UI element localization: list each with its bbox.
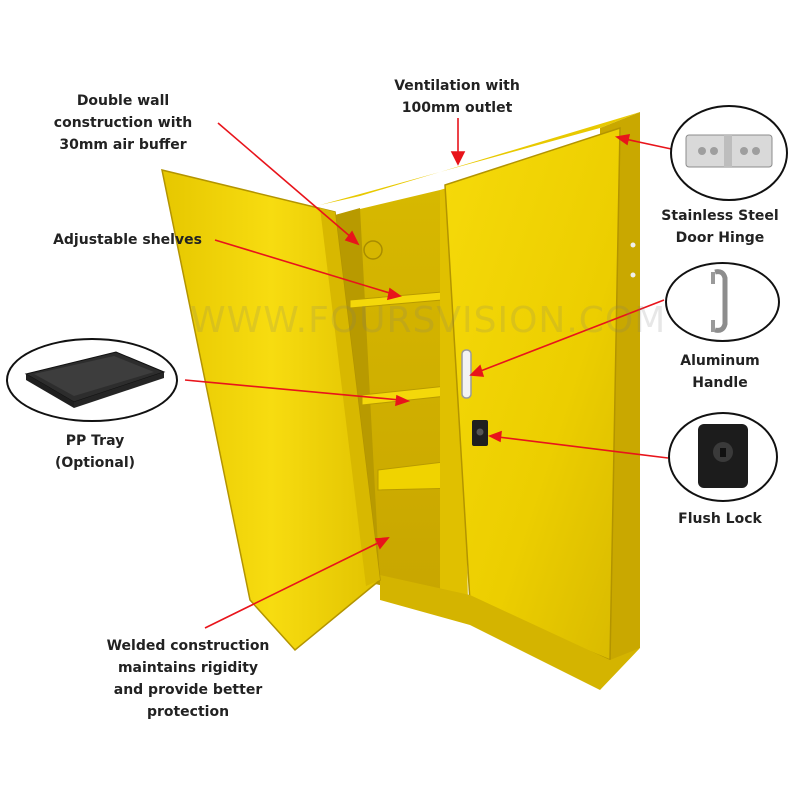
handle-inset bbox=[665, 262, 780, 342]
callout-arrows bbox=[184, 118, 677, 629]
lock-inset bbox=[668, 412, 778, 502]
label-adjustable-shelves: Adjustable shelves bbox=[53, 232, 202, 248]
label-flush-lock: Flush Lock bbox=[678, 511, 762, 527]
label-welded: Welded construction maintains rigidity a… bbox=[106, 638, 270, 720]
cabinet-handle bbox=[461, 349, 472, 399]
watermark-text: WWW.FOURSVISION.COM bbox=[190, 300, 667, 341]
label-handle: Aluminum Handle bbox=[680, 353, 760, 391]
handle-icon bbox=[711, 269, 728, 333]
label-pp-tray: PP Tray (Optional) bbox=[54, 433, 136, 471]
tray-icon bbox=[24, 351, 166, 408]
lock-icon bbox=[698, 424, 748, 488]
hinge-inset bbox=[670, 105, 788, 201]
label-double-wall: Double wall construction with 30mm air b… bbox=[53, 93, 193, 153]
cabinet-base bbox=[380, 575, 640, 690]
tray-inset bbox=[6, 338, 178, 422]
vent-outlet bbox=[363, 240, 383, 260]
label-ventilation: Ventilation with 100mm outlet bbox=[394, 78, 520, 116]
cabinet-left-door bbox=[161, 168, 381, 652]
hinge-icon bbox=[685, 134, 773, 168]
label-hinge: Stainless Steel Door Hinge bbox=[661, 208, 779, 246]
